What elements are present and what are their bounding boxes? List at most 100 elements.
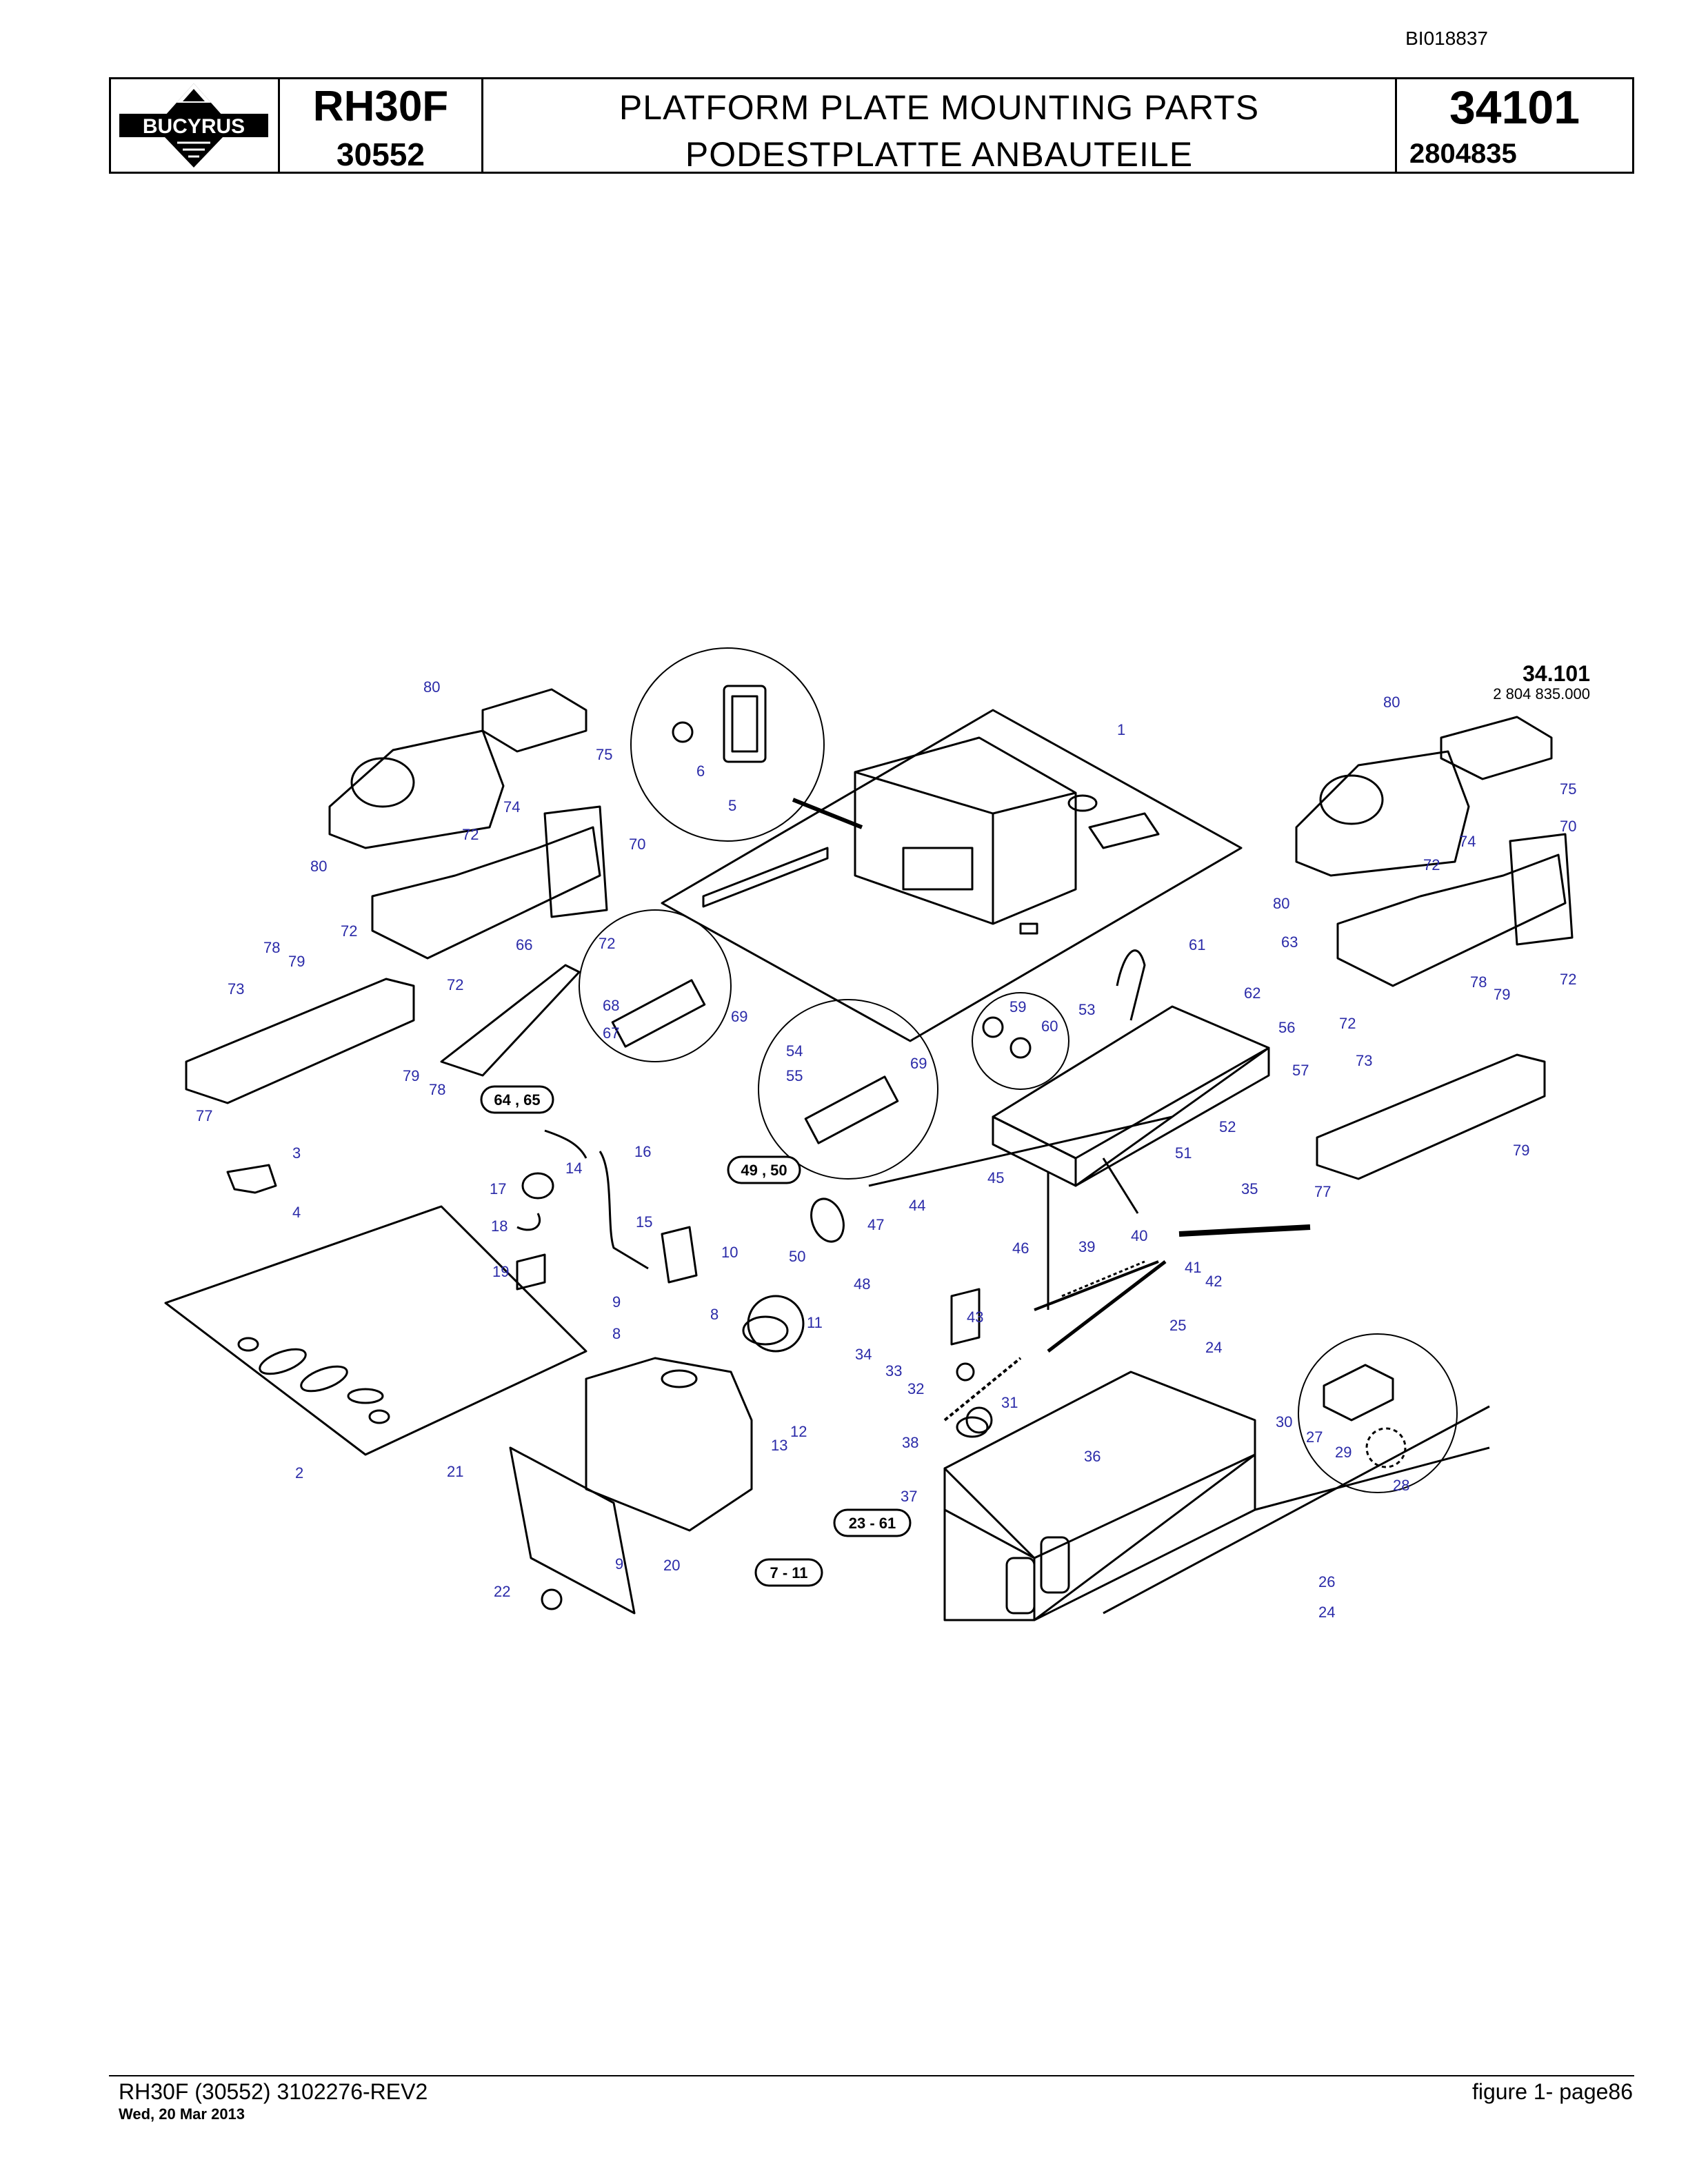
callout: 8 [612,1325,621,1342]
callout: 72 [1423,856,1440,873]
callout: 35 [1241,1180,1258,1197]
callout: 19 [492,1263,509,1280]
callout: 70 [629,836,645,853]
callout: 79 [1494,986,1510,1003]
group-ref: 23 - 61 [849,1515,896,1532]
callout: 25 [1169,1317,1186,1334]
callout: 61 [1189,936,1205,953]
callout: 47 [867,1216,884,1233]
callout: 68 [603,997,619,1014]
callout: 38 [902,1434,918,1451]
document-id: BI018837 [1405,28,1488,49]
callout: 73 [1356,1052,1372,1069]
callout: 60 [1041,1018,1058,1035]
callout: 15 [636,1213,652,1231]
callout: 41 [1185,1259,1201,1276]
callout: 2 [295,1464,303,1482]
callout: 1 [1117,721,1125,738]
group-ref: 7 - 11 [770,1564,807,1581]
callout: 39 [1078,1238,1095,1255]
callout: 53 [1078,1001,1095,1018]
callout: 24 [1318,1604,1335,1621]
callout: 74 [1459,833,1476,850]
group-reference-pills: 64 , 65 49 , 50 23 - 61 7 - 11 [480,1085,912,1587]
callout: 66 [516,936,532,953]
callout: 22 [494,1583,510,1600]
callout: 26 [1318,1573,1335,1590]
footer-page-reference: figure 1- page86 [1471,2079,1633,2104]
logo-cell: BUCYRUS [111,79,280,172]
callout: 62 [1244,984,1260,1002]
callout: 74 [503,798,520,816]
callout: 6 [696,762,705,780]
callout: 33 [885,1362,902,1379]
callout: 14 [565,1160,582,1177]
description-cell: PLATFORM PLATE MOUNTING PARTS PODESTPLAT… [483,79,1397,174]
callout: 79 [403,1067,419,1084]
title-english: PLATFORM PLATE MOUNTING PARTS [619,88,1260,127]
callout: 34 [855,1346,872,1363]
callout: 80 [1273,895,1289,912]
callout: 80 [423,678,440,696]
callout: 36 [1084,1448,1101,1465]
callout: 30 [1276,1413,1292,1430]
group-ref: 64 , 65 [494,1091,540,1109]
figure-code: 2 804 835.000 [1493,685,1590,702]
callout: 16 [634,1143,651,1160]
callout: 80 [310,858,327,875]
callout: 9 [612,1293,621,1311]
footer-divider [109,2075,1634,2076]
callout: 31 [1001,1394,1018,1411]
callout: 56 [1278,1019,1295,1036]
callout: 10 [721,1244,738,1261]
serial-number: 30552 [336,136,425,172]
callout: 63 [1281,933,1298,951]
callout: 27 [1306,1428,1323,1446]
callout: 12 [790,1423,807,1440]
callout: 4 [292,1204,301,1221]
callout: 77 [1314,1183,1331,1200]
group-ref: 49 , 50 [741,1162,787,1179]
figure-number: 34.101 [1523,661,1590,686]
callout: 70 [1560,818,1576,835]
callout: 72 [447,976,463,993]
callout: 21 [447,1463,463,1480]
callout: 69 [731,1008,747,1025]
group-number: 34101 [1449,81,1580,134]
callout: 29 [1335,1444,1352,1461]
callout: 52 [1219,1118,1236,1135]
bucyrus-logo: BUCYRUS [119,83,268,168]
callout: 3 [292,1144,301,1162]
callout: 72 [462,826,479,843]
callout: 72 [1339,1015,1356,1032]
callout: 59 [1009,998,1026,1015]
title-german: PODESTPLATTE ANBAUTEILE [685,135,1194,174]
part-number: 2804835 [1409,139,1517,169]
callout: 24 [1205,1339,1222,1356]
number-cell: 34101 2804835 [1397,79,1632,172]
callout: 32 [907,1380,924,1397]
callout: 28 [1393,1477,1409,1494]
callout: 50 [789,1248,805,1265]
callout: 77 [196,1107,212,1124]
callout: 18 [491,1217,508,1235]
callout: 72 [599,935,615,952]
callout: 20 [663,1557,680,1574]
callout: 17 [490,1180,506,1197]
callout: 43 [967,1308,983,1326]
callout: 69 [910,1055,927,1072]
callout: 54 [786,1042,803,1060]
callout: 48 [854,1275,870,1293]
callout: 80 [1383,694,1400,711]
logo-text: BUCYRUS [143,115,245,138]
callout: 78 [429,1081,445,1098]
callout: 67 [603,1024,619,1042]
callout: 51 [1175,1144,1192,1162]
callout: 72 [1560,971,1576,988]
callout: 75 [1560,780,1576,798]
callout: 44 [909,1197,925,1214]
callout: 75 [596,746,612,763]
drawing-linework [164,647,1574,1621]
callout: 11 [807,1314,823,1331]
